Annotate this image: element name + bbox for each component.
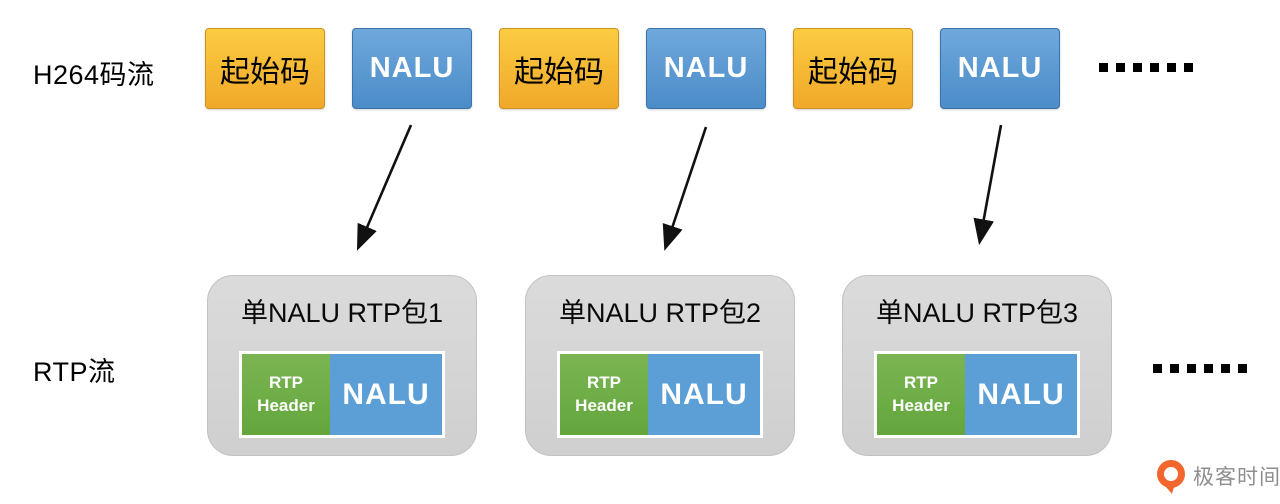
rtp-packet-3: 单NALU RTP包3 RTP Header NALU [842, 275, 1112, 456]
ellipsis-dot [1170, 364, 1179, 373]
ellipsis-dot [1133, 63, 1142, 72]
arrow-nalu1-to-packet1 [356, 124, 413, 251]
logo-ring [1157, 460, 1185, 488]
nalu-payload-cell: NALU [648, 354, 760, 435]
rtp-packet-2: 单NALU RTP包2 RTP Header NALU [525, 275, 795, 456]
rtp-header-cell: RTP Header [560, 354, 648, 435]
ellipsis-dot [1099, 63, 1108, 72]
geektime-logo-icon [1156, 459, 1186, 495]
nalu-box-1: NALU [352, 28, 472, 109]
ellipsis-dot [1153, 364, 1162, 373]
h264-stream-row-label: H264码流 [33, 60, 155, 90]
rtp-header-cell: RTP Header [242, 354, 330, 435]
nalu-payload-cell: NALU [965, 354, 1077, 435]
arrow-nalu2-to-packet2 [662, 126, 708, 251]
nalu-box-2: NALU [646, 28, 766, 109]
ellipsis-dot [1184, 63, 1193, 72]
h264-row-ellipsis-icon [1099, 63, 1193, 72]
ellipsis-dot [1187, 364, 1196, 373]
rtp-stream-row-label: RTP流 [33, 357, 116, 387]
start-code-box-2: 起始码 [499, 28, 619, 109]
rtp-packet-2-title: 单NALU RTP包2 [558, 298, 762, 328]
ellipsis-dot [1116, 63, 1125, 72]
ellipsis-dot [1204, 364, 1213, 373]
nalu-box-3: NALU [940, 28, 1060, 109]
geektime-brand-text: 极客时间 [1193, 466, 1280, 489]
rtp-packet-2-payload: RTP Header NALU [557, 351, 763, 438]
rtp-packet-1: 单NALU RTP包1 RTP Header NALU [207, 275, 477, 456]
arrow-nalu3-to-packet3 [973, 124, 1003, 246]
ellipsis-dot [1150, 63, 1159, 72]
start-code-box-3: 起始码 [793, 28, 913, 109]
geektime-watermark: 极客时间 [1156, 459, 1280, 495]
ellipsis-dot [1221, 364, 1230, 373]
rtp-packet-1-payload: RTP Header NALU [239, 351, 445, 438]
rtp-row-ellipsis-icon [1153, 364, 1247, 373]
rtp-packet-3-payload: RTP Header NALU [874, 351, 1080, 438]
h264-bitstream-sequence: 起始码 NALU 起始码 NALU 起始码 NALU [205, 28, 1060, 109]
rtp-packet-3-title: 单NALU RTP包3 [875, 298, 1079, 328]
nalu-payload-cell: NALU [330, 354, 442, 435]
start-code-box-1: 起始码 [205, 28, 325, 109]
ellipsis-dot [1167, 63, 1176, 72]
logo-tail [1165, 484, 1177, 495]
rtp-header-cell: RTP Header [877, 354, 965, 435]
ellipsis-dot [1238, 364, 1247, 373]
rtp-packet-1-title: 单NALU RTP包1 [240, 298, 444, 328]
